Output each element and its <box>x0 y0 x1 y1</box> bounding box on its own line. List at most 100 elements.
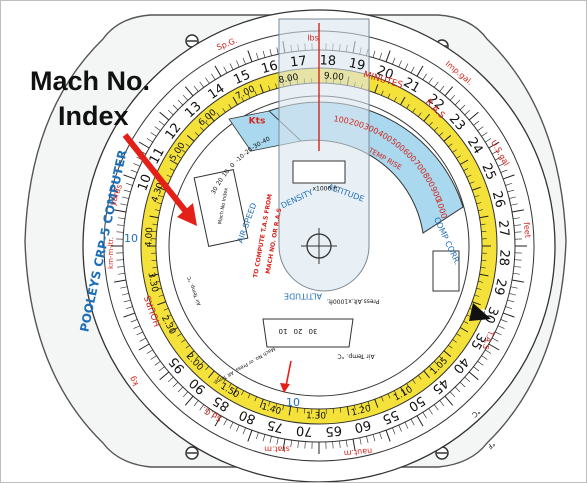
outer-scale-number: 60 <box>353 417 373 435</box>
tick-mark <box>214 415 222 427</box>
tick-mark <box>443 350 452 357</box>
tick-mark <box>503 312 515 318</box>
tick-mark <box>223 66 228 74</box>
tick-mark <box>117 272 125 275</box>
tick-mark <box>182 391 189 398</box>
tick-mark <box>509 293 517 296</box>
mach-index-window <box>193 169 249 247</box>
tick-mark <box>449 391 456 398</box>
tick-mark <box>214 65 222 77</box>
tick-mark <box>372 434 376 442</box>
tick-mark <box>423 370 430 379</box>
outer-scale-number: 27 <box>495 219 512 237</box>
tick-mark <box>452 339 457 343</box>
tick-mark <box>133 163 141 167</box>
tick-mark <box>193 85 199 92</box>
tick-mark <box>400 386 406 396</box>
yellow-ring-number: 8.00 <box>278 72 300 85</box>
tick-mark <box>120 286 128 289</box>
tick-mark <box>360 403 363 409</box>
tick-mark <box>374 84 379 94</box>
naut-m-label: naut.m <box>343 446 372 457</box>
tick-mark <box>262 50 266 58</box>
tick-mark <box>290 440 293 448</box>
outer-scale-number: 16 <box>260 58 280 77</box>
tick-mark <box>473 366 480 372</box>
tick-mark <box>513 272 521 275</box>
tick-mark <box>488 141 500 149</box>
tick-mark <box>471 186 481 191</box>
tick-mark <box>276 47 279 55</box>
tick-mark <box>509 196 517 199</box>
temp-scale-number: 20 <box>215 176 225 186</box>
tick-mark <box>208 370 215 379</box>
tick-mark <box>228 383 232 388</box>
tick-mark <box>158 366 165 372</box>
tick-mark <box>345 440 348 448</box>
tick-mark <box>275 83 278 89</box>
tick-mark <box>255 432 259 440</box>
tick-mark <box>149 215 159 219</box>
tick-mark <box>268 85 271 91</box>
tick-mark <box>123 299 131 303</box>
tick-mark <box>339 407 342 413</box>
tick-mark <box>511 279 524 283</box>
temp-scale-number: 0 <box>229 162 237 170</box>
tick-mark <box>169 327 179 333</box>
tick-mark <box>485 138 492 143</box>
tick-mark <box>229 63 234 70</box>
temp-scale-number: -40 <box>259 135 271 146</box>
outer-scale-number: 11 <box>147 145 168 167</box>
tick-mark <box>452 149 457 153</box>
tick-mark <box>169 168 175 172</box>
tick-mark <box>464 376 471 383</box>
tick-mark <box>205 408 210 415</box>
tick-mark <box>393 390 397 396</box>
tick-mark <box>406 104 410 109</box>
tick-mark <box>130 169 138 173</box>
tick-mark <box>297 440 299 448</box>
outer-tick-marks <box>111 38 527 454</box>
tick-mark <box>186 135 195 142</box>
yellow-ring-number: 9.00 <box>323 71 344 83</box>
tick-mark <box>398 60 402 68</box>
tick-mark <box>510 203 518 206</box>
tick-mark <box>152 266 158 269</box>
tick-mark <box>185 143 190 148</box>
tick-mark <box>353 405 356 411</box>
air-temp-label: Air Temp. °C <box>337 353 374 360</box>
tick-mark <box>459 159 469 165</box>
tick-mark <box>367 401 370 407</box>
tick-mark <box>211 73 216 80</box>
tick-mark <box>117 217 125 220</box>
tick-mark <box>159 111 170 121</box>
tick-mark <box>242 427 246 435</box>
tick-mark <box>130 319 138 323</box>
tick-mark <box>410 66 415 74</box>
deg-f-label: °F <box>486 440 497 451</box>
tick-mark <box>216 375 221 380</box>
altitude-lower-label: ALTITUDE <box>284 292 322 301</box>
tick-mark <box>152 223 158 226</box>
tick-mark <box>241 390 245 396</box>
index-10-bottom: 10 <box>286 396 300 409</box>
outer-scale-number: 55 <box>380 407 401 427</box>
tick-mark <box>156 287 162 290</box>
tick-mark <box>208 113 215 122</box>
tick-mark <box>177 386 184 393</box>
kts-label: Kts <box>249 117 266 127</box>
tick-mark <box>254 396 257 402</box>
tick-mark <box>133 325 141 329</box>
yellow-ring-number: 1.20 <box>350 404 372 419</box>
altitude-tick: 10 <box>279 327 288 335</box>
outer-scale-number: 50 <box>406 392 428 413</box>
tick-mark <box>199 361 204 366</box>
tick-mark <box>393 96 397 102</box>
tick-mark <box>381 90 384 96</box>
tick-mark <box>433 81 439 88</box>
tick-mark <box>149 273 159 277</box>
tick-mark <box>476 202 482 205</box>
tick-mark <box>232 96 238 106</box>
tick-mark <box>428 365 433 371</box>
tick-mark <box>511 209 524 213</box>
